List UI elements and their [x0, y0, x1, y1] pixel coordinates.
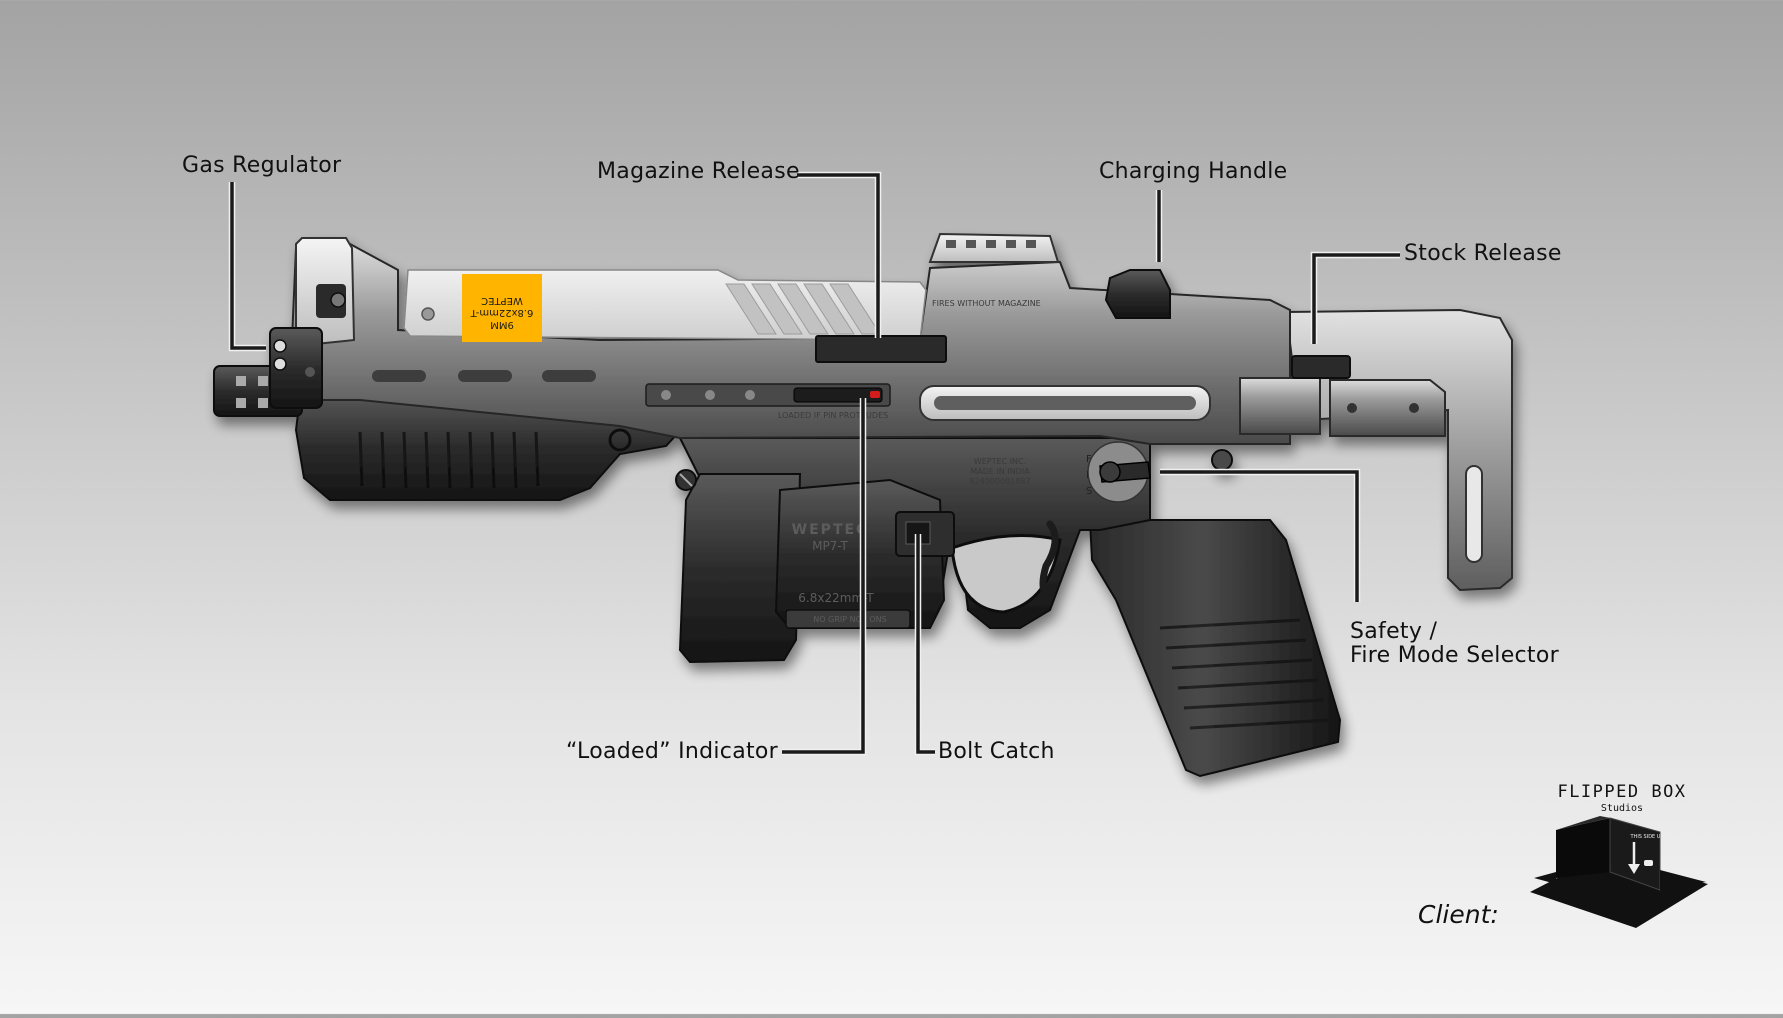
- mag-caliber-text: 6.8x22mm-T: [798, 591, 874, 605]
- stock-slot: [1465, 465, 1483, 563]
- label-line2: 6.8x22mm-T: [470, 307, 534, 318]
- stock-buffer: [1329, 379, 1446, 437]
- bolt-catch-label: Bolt Catch: [938, 739, 1055, 764]
- brand-name: FLIPPED BOX: [1557, 782, 1687, 802]
- trigger: [1039, 520, 1059, 600]
- stock-release-label: Stock Release: [1404, 241, 1562, 266]
- flipped-box-logo: THIS SIDE UP: [1530, 816, 1708, 928]
- selector-i: I: [1086, 470, 1089, 481]
- charging-handle-label: Charging Handle: [1099, 159, 1288, 184]
- label-line1: WEPTEC: [481, 295, 523, 306]
- leader-magazine-release: [797, 173, 880, 338]
- fire-selector: [1087, 441, 1151, 503]
- weapon-body: [213, 232, 1513, 778]
- client-label: Client:: [1418, 900, 1499, 929]
- leader-loaded-indicator: [782, 398, 865, 754]
- loaded-if-pin-protrudes-text: LOADED IF PIN PROTRUDES: [778, 411, 888, 420]
- loaded-indicator-label: “Loaded” Indicator: [566, 739, 779, 764]
- brand-subtitle: Studios: [1600, 803, 1644, 814]
- mag-model-text: MP7-T: [812, 539, 848, 553]
- fires-without-magazine-text: FIRES WITHOUT MAGAZINE: [932, 299, 1041, 308]
- safety-label-line1: Safety /: [1350, 619, 1438, 644]
- magazine-release: [815, 335, 947, 363]
- leader-bolt-catch: [916, 534, 935, 754]
- brand-block: FLIPPED BOX Studios: [1552, 782, 1692, 814]
- maker-line3: 824000001887: [969, 477, 1030, 486]
- magazine-release-label: Magazine Release: [597, 159, 800, 184]
- stock-release: [1291, 355, 1351, 379]
- selector-s: S: [1086, 486, 1092, 497]
- caliber-label: [462, 274, 542, 342]
- leader-gas-regulator: [230, 182, 266, 350]
- box-text: THIS SIDE UP: [1630, 834, 1664, 840]
- maker-line2: MADE IN INDIA: [970, 467, 1030, 476]
- leader-lines: [228, 171, 1400, 756]
- gas-regulator: [273, 339, 315, 377]
- charging-handle: [1104, 269, 1171, 319]
- loaded-indicator: [793, 387, 883, 403]
- leader-stock-release: [1312, 253, 1400, 344]
- pistol-grip: [1088, 519, 1342, 778]
- selector-f: F: [1086, 454, 1092, 465]
- mag-brand-text: WEPTEC: [792, 522, 869, 538]
- leader-safety: [1160, 470, 1359, 602]
- gas-regulator-label: Gas Regulator: [182, 153, 342, 178]
- mag-warning-text: NO GRIP NOT ONS: [813, 615, 886, 624]
- safety-label-line2: Fire Mode Selector: [1350, 643, 1559, 668]
- muzzle-device: [213, 327, 323, 417]
- maker-line1: WEPTEC INC.: [974, 457, 1026, 466]
- label-line3: 9MM: [490, 319, 514, 330]
